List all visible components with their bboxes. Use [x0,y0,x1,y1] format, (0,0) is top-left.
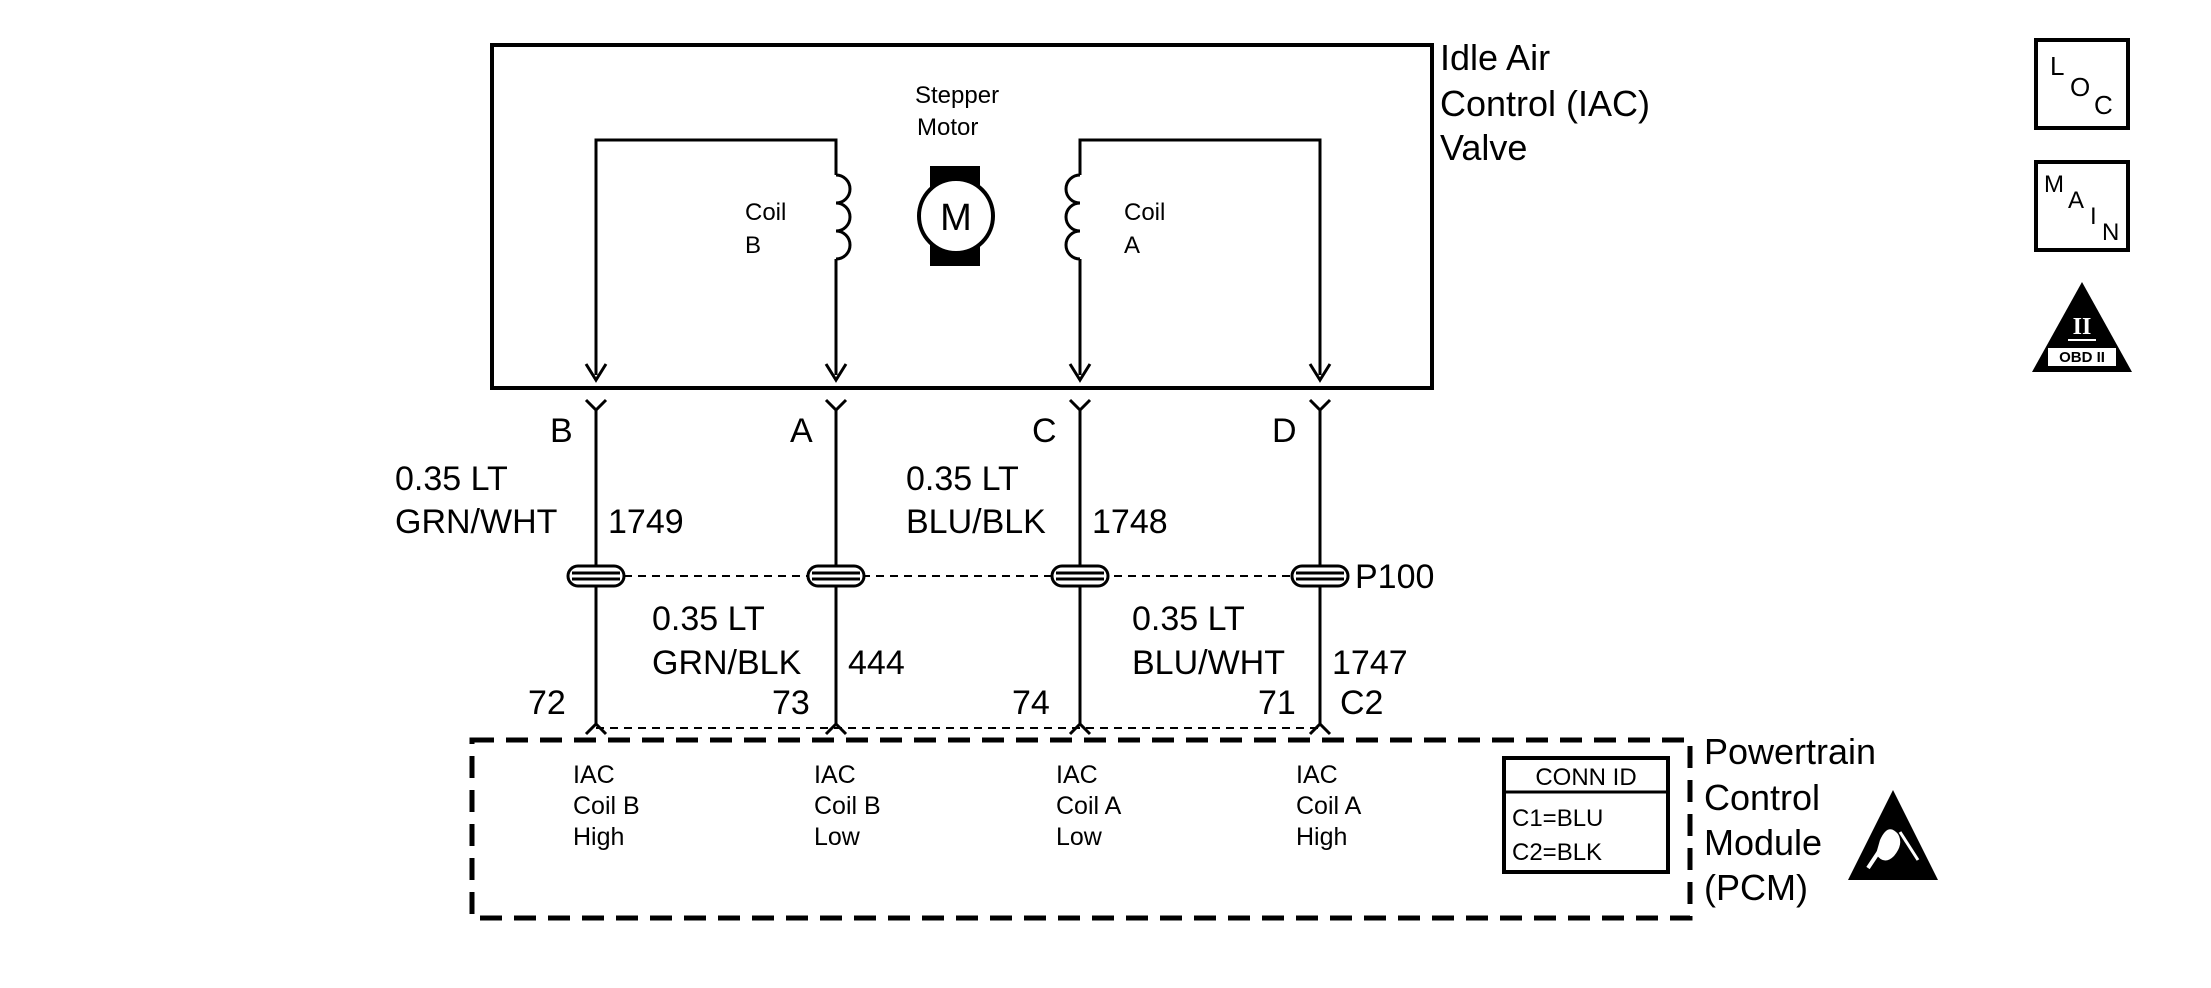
pcm-signal-1-line1: IAC [573,761,615,789]
splice-point-4 [1290,564,1350,588]
loc-icon[interactable]: L O C [2034,38,2130,130]
pcm-title-line4: (PCM) [1704,867,1808,908]
splice-point-1 [566,564,626,588]
stepper-label-line2: Motor [917,114,978,141]
iac-title-line2: Control (IAC) [1440,83,1650,124]
conn-id-title: CONN ID [1535,764,1636,791]
conn-id-c2: C2=BLK [1512,839,1602,866]
arrow-d-icon [1308,363,1332,383]
pcm-pin-72: 72 [528,684,566,722]
wire-1749-gauge: 0.35 LT [395,460,508,498]
pcm-signal-3-line1: IAC [1056,761,1098,789]
splice-point-2 [806,564,866,588]
pcm-box [469,737,1693,921]
pin-a-label: A [790,412,813,450]
coil-a-label-line1: Coil [1124,199,1165,226]
pcm-signal-4-line1: IAC [1296,761,1338,789]
wire-1749-color: GRN/WHT [395,503,557,541]
pcm-pin-71: 71 [1258,684,1296,722]
wire-harness [584,398,1332,736]
pcm-signal-2-line3: Low [814,823,861,851]
main-letter-m: M [2044,171,2064,198]
coil-a-label-line2: A [1124,232,1140,259]
loc-letter-o: O [2070,72,2090,102]
esd-warning-icon [1848,790,1938,880]
obd-ii-icon[interactable]: II OBD II [2032,282,2132,372]
loc-letter-l: L [2050,51,2064,81]
pcm-title-line3: Module [1704,822,1822,863]
main-letter-i: I [2090,203,2097,230]
pcm-signal-1-line2: Coil B [573,792,640,820]
coil-b-label-line1: Coil [745,199,786,226]
pcm-title-line1: Powertrain [1704,731,1876,772]
pcm-signal-2-line2: Coil B [814,792,881,820]
pin-d-label: D [1272,412,1297,450]
coil-b-circuit [584,138,852,383]
wire-1747-circuit: 1747 [1332,644,1408,682]
coil-b-label-line2: B [745,232,761,259]
pcm-pin-73: 73 [772,684,810,722]
pcm-signal-2-line1: IAC [814,761,856,789]
splice-label: P100 [1355,558,1434,596]
main-letter-a: A [2068,187,2084,214]
pcm-title-line2: Control [1704,777,1820,818]
pcm-signal-4-line2: Coil A [1296,792,1362,820]
wire-1747-gauge: 0.35 LT [1132,600,1245,638]
iac-valve-box [490,43,1434,390]
stepper-label-line1: Stepper [915,82,999,109]
wire-1749-circuit: 1749 [608,503,684,541]
pcm-signal-3-line2: Coil A [1056,792,1122,820]
obd-numeral: II [2073,314,2092,340]
wire-1748-gauge: 0.35 LT [906,460,1019,498]
arrow-c-icon [1068,363,1092,383]
loc-letter-c: C [2094,90,2113,120]
main-icon[interactable]: M A I N [2034,160,2130,252]
pin-b-label: B [550,412,573,450]
pin-c-label: C [1032,412,1057,450]
arrow-b-icon [584,363,608,383]
coil-a-circuit [1064,138,1332,383]
obd-label: OBD II [2059,349,2105,366]
stepper-motor-icon: M [917,166,995,266]
pcm-signal-1-line3: High [573,823,624,851]
conn-id-c1: C1=BLU [1512,805,1603,832]
splice-point-3 [1050,564,1110,588]
wire-1747-color: BLU/WHT [1132,644,1285,682]
pcm-connector-id: C2 [1340,684,1383,722]
motor-letter: M [940,197,972,239]
main-letter-n: N [2102,219,2119,246]
wire-444-color: GRN/BLK [652,644,802,682]
coil-b-winding-icon [834,173,852,261]
wire-1748-color: BLU/BLK [906,503,1046,541]
iac-title-line1: Idle Air [1440,37,1550,78]
pcm-signal-3-line3: Low [1056,823,1103,851]
pcm-signal-4-line3: High [1296,823,1347,851]
arrow-a-icon [824,363,848,383]
pcm-pin-74: 74 [1012,684,1050,722]
wire-444-circuit: 444 [848,644,905,682]
iac-title-line3: Valve [1440,127,1527,168]
conn-id-box: CONN ID C1=BLU C2=BLK [1502,756,1670,874]
wire-444-gauge: 0.35 LT [652,600,765,638]
wire-1748-circuit: 1748 [1092,503,1168,541]
